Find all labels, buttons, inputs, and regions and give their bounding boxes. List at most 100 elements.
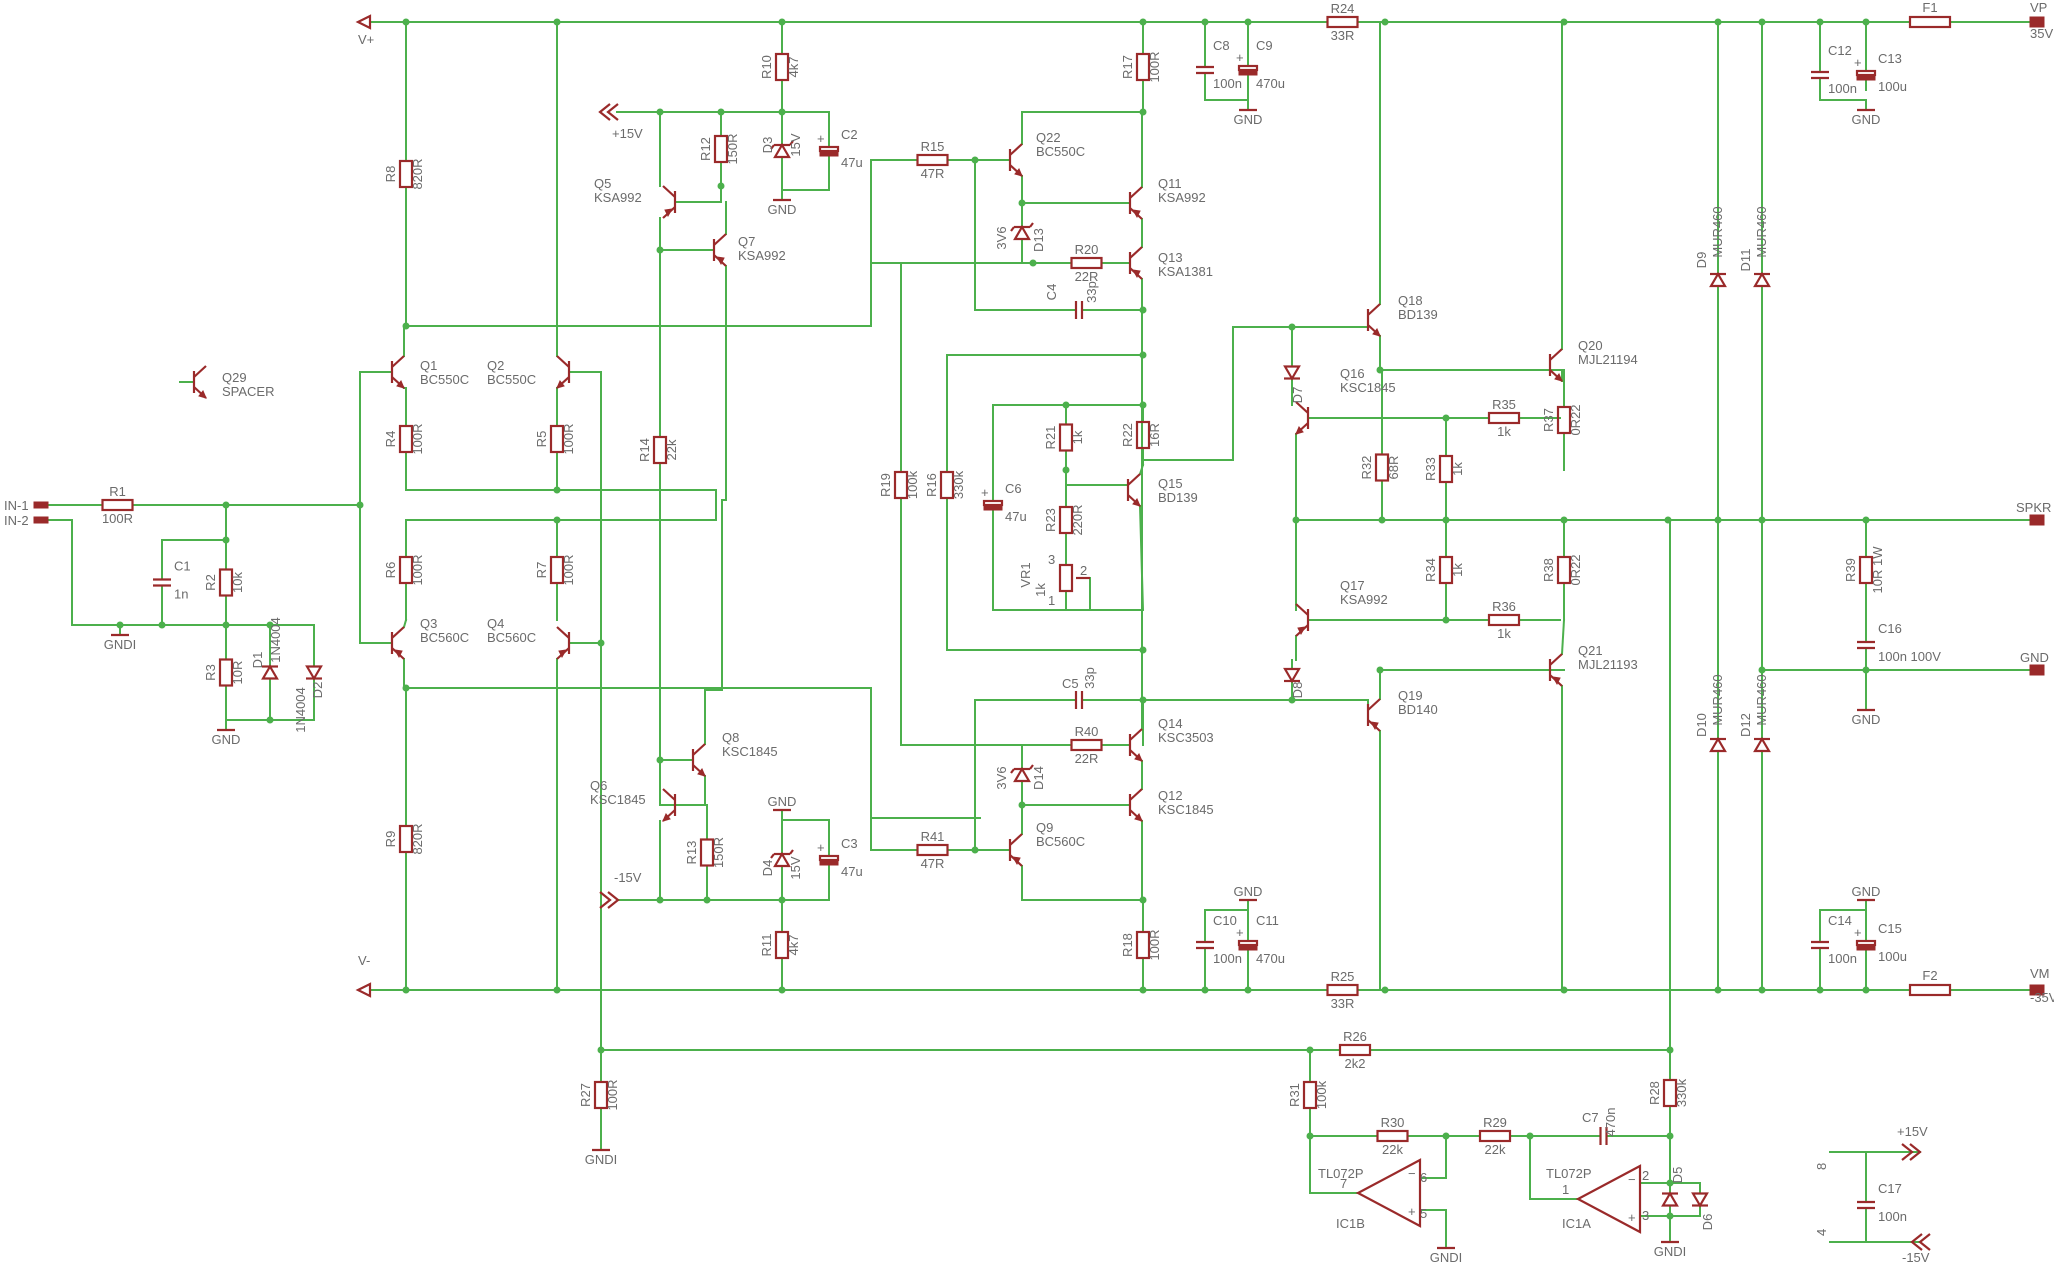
wire (1309, 1135, 1359, 1194)
r3-value: 10R (230, 661, 245, 685)
q8-value: KSC1845 (722, 744, 778, 759)
r12-resistor (713, 134, 729, 164)
vr1-pin1: 1 (1048, 593, 1055, 608)
ic1b-pin7: 7 (1340, 1176, 1347, 1191)
wire (402, 618, 408, 629)
junction-dot (1442, 616, 1450, 624)
r35-value: 1k (1497, 424, 1511, 439)
c16-value: 100n 100V (1878, 649, 1941, 664)
q9-value: BC560C (1036, 834, 1085, 849)
r40-ref: R40 (1075, 724, 1099, 739)
gndi-label: GNDI (1430, 1250, 1463, 1265)
d9-ref: D9 (1694, 252, 1709, 269)
c9-value: 470u (1256, 76, 1285, 91)
r3-ref: R3 (203, 664, 218, 681)
r18-value: 100R (1147, 929, 1162, 960)
wire (405, 489, 717, 521)
supply-arrow (599, 891, 620, 909)
supply-arrow (1910, 1233, 1931, 1251)
r13-value: 150R (711, 837, 726, 868)
vm-pin (2029, 984, 2045, 996)
r13-resistor (699, 838, 715, 867)
q22-value: BC550C (1036, 144, 1085, 159)
wire (1819, 89, 1867, 101)
in1-label: IN-1 (4, 498, 29, 513)
q17-ref: Q17 (1340, 578, 1365, 593)
q15-ref: Q15 (1158, 476, 1183, 491)
c6-capacitor (982, 499, 1004, 507)
r37-resistor (1556, 405, 1572, 435)
label: + (981, 485, 989, 500)
c2-value: 47u (841, 155, 863, 170)
in2-label: IN-2 (4, 513, 29, 528)
supply-arrow (598, 103, 619, 121)
r12-ref: R12 (698, 137, 713, 161)
q3-value: BC560C (420, 630, 469, 645)
q29-transistor (192, 365, 207, 399)
vminus-label: V- (358, 953, 370, 968)
junction-dot (1381, 18, 1389, 26)
r23-resistor (1058, 505, 1074, 535)
gndi-label: GNDI (104, 637, 137, 652)
q16-ref: Q16 (1340, 366, 1365, 381)
d10-ref: D10 (1694, 713, 1709, 737)
wire (1142, 326, 1369, 461)
wire (674, 185, 722, 203)
ic1b-minus: − (1408, 1166, 1416, 1181)
r17-resistor (1135, 52, 1151, 82)
wire (1138, 504, 1145, 612)
vr1-pin2: 2 (1080, 563, 1087, 578)
c5-ref: C5 (1062, 676, 1079, 691)
d14-diode (1010, 764, 1034, 783)
r29-ref: R29 (1483, 1115, 1507, 1130)
c13-ref: C13 (1878, 51, 1902, 66)
r31-ref: R31 (1287, 1083, 1302, 1107)
r27-ref: R27 (578, 1083, 593, 1107)
label: + (817, 840, 825, 855)
r28-value: 330k (1674, 1078, 1689, 1107)
wire (704, 499, 723, 745)
r24-resistor (1326, 15, 1359, 29)
r32-resistor (1374, 453, 1390, 482)
ic1a-plus: + (1628, 1210, 1636, 1225)
ic1b-opamp (1355, 1158, 1422, 1228)
q16-transistor (1295, 401, 1310, 435)
wire (721, 265, 727, 501)
q7-transistor (712, 233, 727, 267)
q18-value: BD139 (1398, 307, 1438, 322)
c10-value: 100n (1213, 951, 1242, 966)
r40-resistor (1070, 738, 1103, 752)
ic1a-minus: − (1628, 1172, 1636, 1187)
q7-value: KSA992 (738, 248, 786, 263)
wire (403, 262, 981, 357)
r41-ref: R41 (921, 829, 945, 844)
ic-pin8: 8 (1814, 1163, 1829, 1170)
ic1b-plus: + (1408, 1204, 1416, 1219)
wire (1419, 1209, 1447, 1239)
d9-diode (1709, 271, 1727, 288)
vp-label: VP (2030, 0, 2047, 15)
q6-ref: Q6 (590, 778, 607, 793)
c4-ref: C4 (1044, 284, 1059, 301)
q13-value: KSA1381 (1158, 264, 1213, 279)
d8-ref: D8 (1290, 682, 1305, 699)
c15-value: 100u (1878, 949, 1907, 964)
r22-resistor (1135, 420, 1151, 450)
wire (946, 529, 1144, 651)
r10-value: 4k7 (786, 57, 801, 78)
r5-ref: R5 (534, 431, 549, 448)
q29-value: SPACER (222, 384, 275, 399)
vp_v-label: 35V (2030, 26, 2053, 41)
r27-resistor (593, 1080, 609, 1110)
label: + (817, 131, 825, 146)
r4-ref: R4 (383, 431, 398, 448)
d1-diode (261, 664, 279, 680)
r26-ref: R26 (1343, 1029, 1367, 1044)
r24-ref: R24 (1331, 1, 1355, 16)
label: + (1854, 925, 1862, 940)
r17-ref: R17 (1120, 55, 1135, 79)
wire (974, 159, 1073, 311)
c6-ref: C6 (1005, 481, 1022, 496)
gnd-label: GND (1234, 112, 1263, 127)
